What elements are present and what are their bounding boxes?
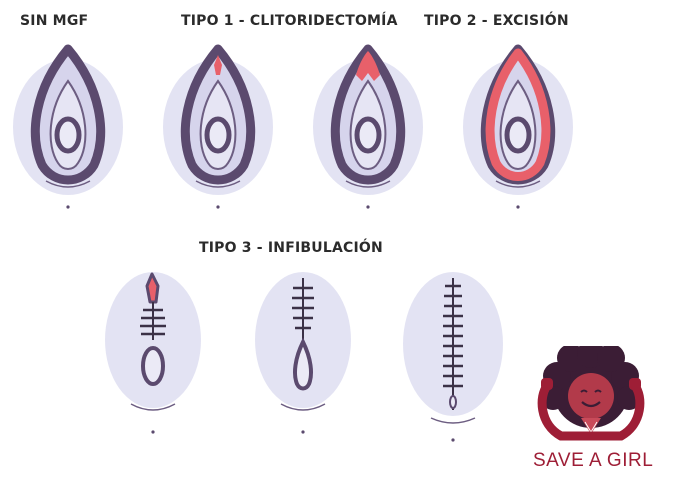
illustration-tipo-3-stitched [245, 258, 365, 438]
label-tipo-3: TIPO 3 - INFIBULACIÓN [199, 240, 383, 256]
label-sin-mgf: SIN MGF [20, 13, 88, 29]
save-a-girl-logo-icon [533, 346, 653, 450]
illustration-tipo-2 [450, 35, 590, 215]
label-tipo-2: TIPO 2 - EXCISIÓN [424, 13, 569, 29]
label-tipo-1: TIPO 1 - CLITORIDECTOMÍA [181, 13, 398, 29]
illustration-tipo-1 [150, 35, 290, 215]
illustration-sin-mgf [0, 35, 140, 215]
illustration-tipo-3-partial [95, 258, 215, 438]
illustration-tipo-3-full [395, 258, 515, 448]
illustration-tipo-1-variant [300, 35, 440, 215]
brand-text: SAVE A GIRL [533, 450, 653, 472]
